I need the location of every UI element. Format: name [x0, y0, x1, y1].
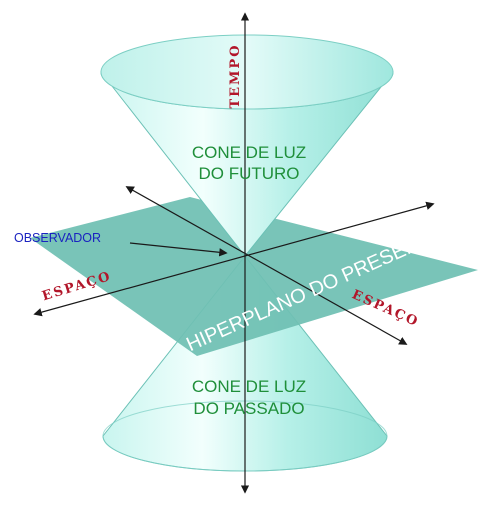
future-cone-label-line2: DO FUTURO	[198, 164, 299, 183]
future-cone-opening	[100, 34, 394, 110]
future-cone-label-line1: CONE DE LUZ	[192, 143, 306, 162]
space-label-left: ESPAÇO	[40, 269, 113, 304]
axes	[33, 12, 435, 494]
observer-label: OBSERVADOR	[14, 231, 101, 245]
space-axis-2	[33, 201, 435, 317]
past-cone-label-line1: CONE DE LUZ	[192, 377, 306, 396]
past-cone-label-line2: DO PASSADO	[193, 399, 304, 418]
observer-pointer-arrow	[129, 242, 228, 257]
time-axis-label: TEMPO	[228, 43, 243, 108]
